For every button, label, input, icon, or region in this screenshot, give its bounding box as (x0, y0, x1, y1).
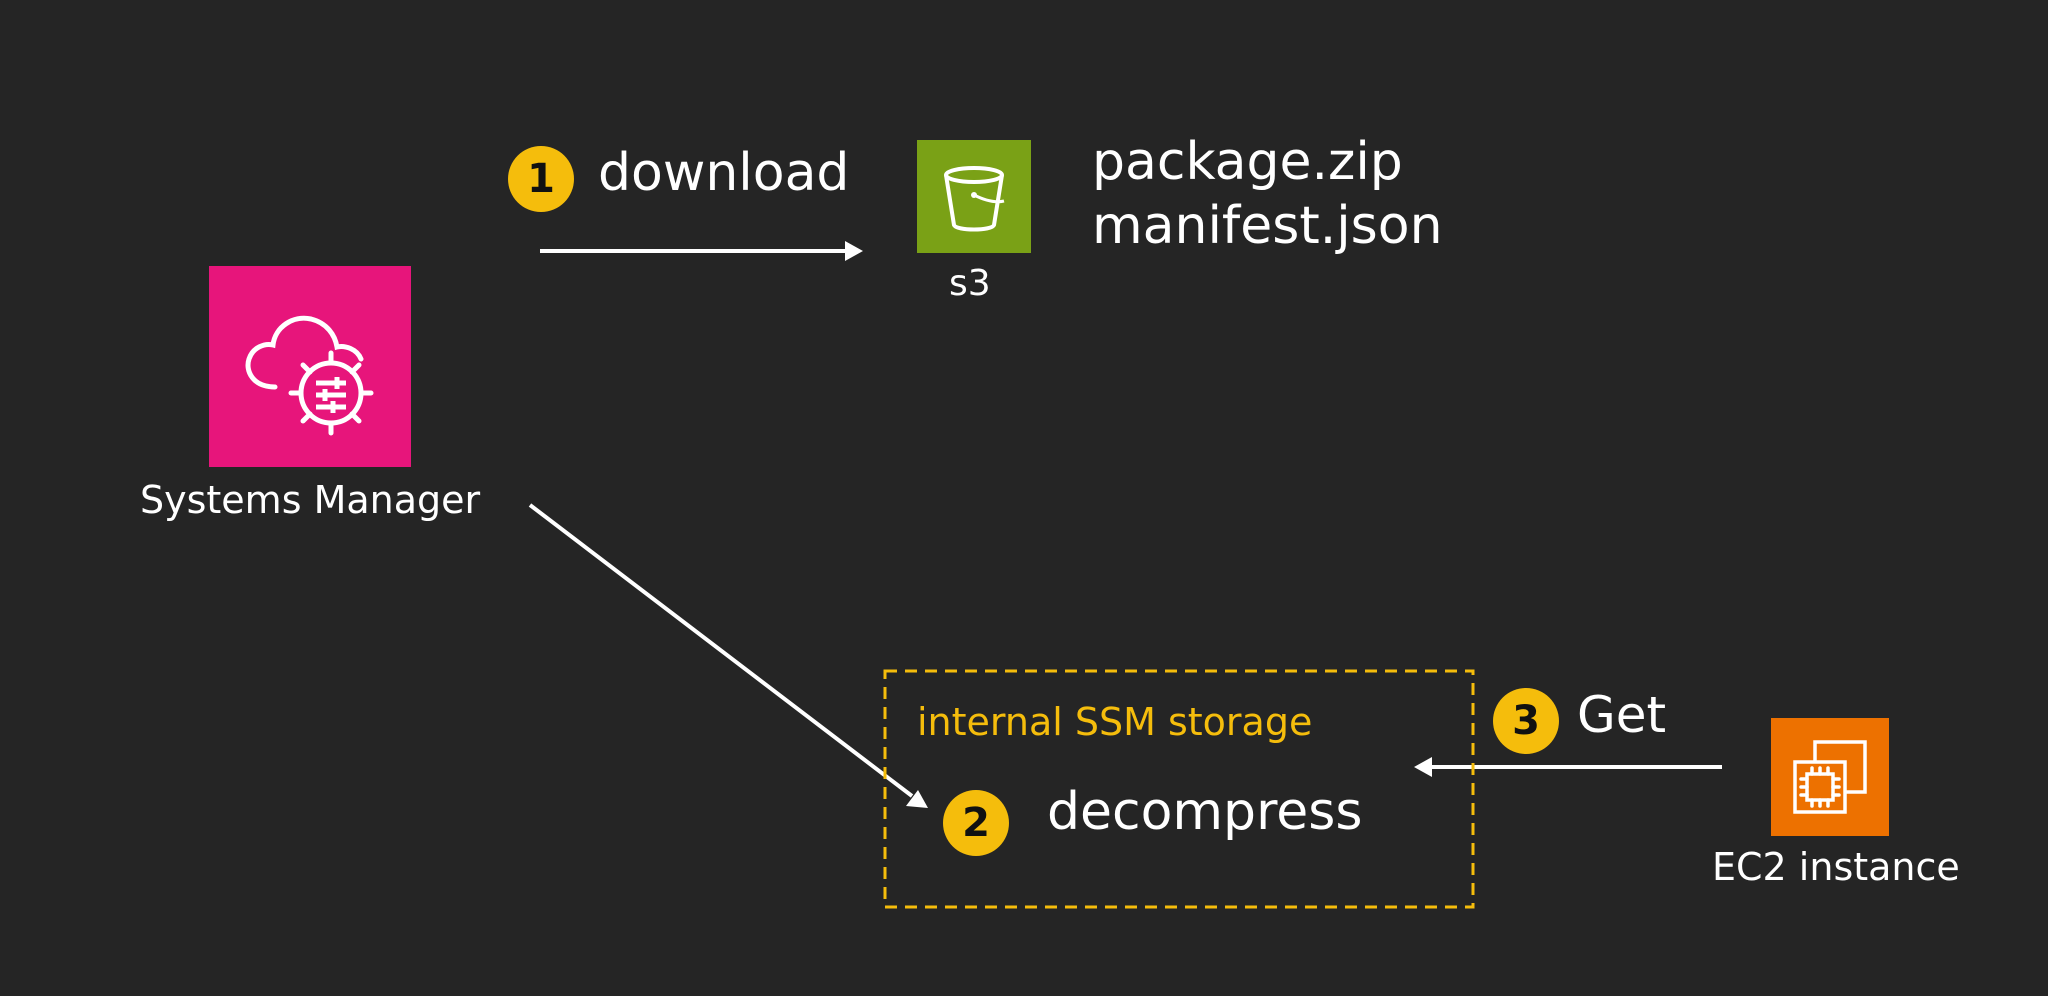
get-arrowhead (1414, 757, 1432, 777)
file-manifest-json: manifest.json (1092, 196, 1443, 256)
step-1-badge: 1 (508, 146, 574, 212)
decompress-arrow (528, 503, 914, 798)
decompress-label: decompress (1047, 782, 1363, 842)
download-label: download (598, 143, 850, 203)
s3-label: s3 (949, 263, 991, 304)
download-arrowhead (845, 241, 863, 261)
s3-bucket-icon (917, 140, 1031, 253)
storage-box (883, 669, 1475, 909)
ec2-label: EC2 instance (1712, 845, 1960, 889)
step-2-badge: 2 (943, 790, 1009, 856)
ec2-chip-icon (1771, 718, 1889, 836)
get-label: Get (1577, 686, 1667, 744)
storage-label: internal SSM storage (917, 700, 1313, 744)
step-3-badge: 3 (1493, 688, 1559, 754)
systems-manager-icon (209, 266, 411, 467)
systems-manager-label: Systems Manager (140, 478, 481, 522)
file-package-zip: package.zip (1092, 132, 1403, 192)
decompress-arrowhead (906, 790, 928, 808)
